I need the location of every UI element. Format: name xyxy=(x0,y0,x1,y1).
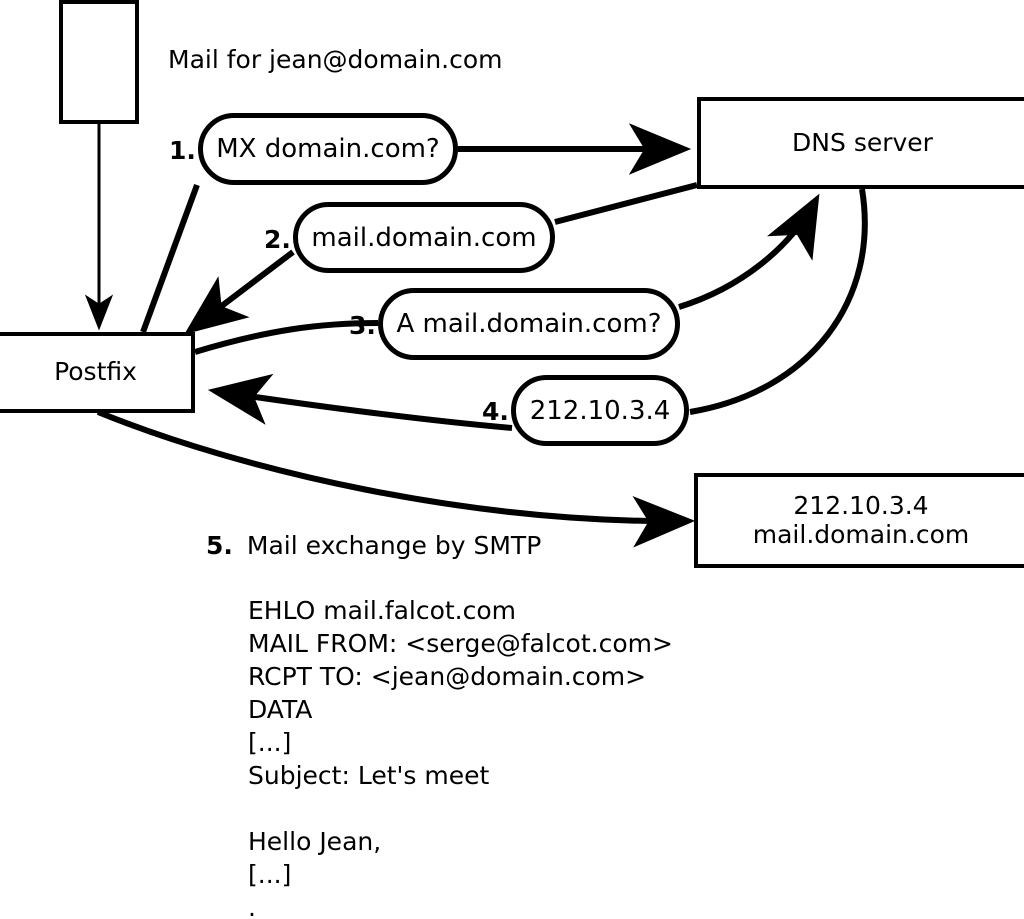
step-1-pill[interactable]: MX domain.com? xyxy=(198,113,458,185)
dns-server-label: DNS server xyxy=(792,127,933,157)
smtp-line: EHLO mail.falcot.com xyxy=(248,596,517,625)
connector-step1-postfix-to-pill xyxy=(140,183,200,334)
smtp-line: Subject: Let's meet xyxy=(248,761,490,790)
sender-client-box[interactable] xyxy=(59,0,139,124)
smtp-line xyxy=(248,792,673,825)
step-2-label: mail.domain.com xyxy=(311,222,537,253)
smtp-line: DATA xyxy=(248,695,313,724)
smtp-line: MAIL FROM: <serge@falcot.com> xyxy=(248,629,673,658)
step-3-pill[interactable]: A mail.domain.com? xyxy=(378,288,680,360)
target-server-ip: 212.10.3.4 xyxy=(793,490,929,520)
postfix-label: Postfix xyxy=(54,357,137,387)
smtp-line: [...] xyxy=(248,860,292,889)
step-2-number: 2. xyxy=(264,225,291,254)
step-4-label: 212.10.3.4 xyxy=(529,395,671,426)
step-3-label: A mail.domain.com? xyxy=(396,309,662,339)
step-1-label: MX domain.com? xyxy=(216,134,440,164)
step-2-pill[interactable]: mail.domain.com xyxy=(293,202,555,273)
smtp-line: RCPT TO: <jean@domain.com> xyxy=(248,662,647,691)
connector-step3-postfix-to-pill xyxy=(194,320,379,355)
target-server-box[interactable]: 212.10.3.4 mail.domain.com xyxy=(694,473,1024,568)
step-3-number: 3. xyxy=(349,311,376,340)
connector-step4-dns-to-pill xyxy=(689,188,868,415)
connector-step2-dns-to-pill xyxy=(554,182,698,225)
target-server-hostname: mail.domain.com xyxy=(752,519,970,549)
mail-for-label: Mail for jean@domain.com xyxy=(168,45,503,74)
step-5-number: 5. xyxy=(206,531,233,560)
smtp-line: Hello Jean, xyxy=(248,827,382,856)
connector-step5-postfix-to-target xyxy=(96,409,696,548)
dns-server-box[interactable]: DNS server xyxy=(697,97,1024,189)
postfix-box[interactable]: Postfix xyxy=(0,332,195,413)
step-5-caption: 5. Mail exchange by SMTP xyxy=(206,531,541,560)
connector-step3-pill-to-dns xyxy=(678,193,820,310)
connector-step2-pill-to-postfix xyxy=(184,249,295,335)
step-4-pill[interactable]: 212.10.3.4 xyxy=(511,375,689,446)
connector-step4-pill-to-postfix xyxy=(207,373,513,431)
step-1-number: 1. xyxy=(169,136,196,165)
step-5-text: Mail exchange by SMTP xyxy=(246,531,542,560)
smtp-line: [...] xyxy=(248,728,292,757)
smtp-line: . xyxy=(248,893,256,919)
step-4-number: 4. xyxy=(482,397,509,426)
